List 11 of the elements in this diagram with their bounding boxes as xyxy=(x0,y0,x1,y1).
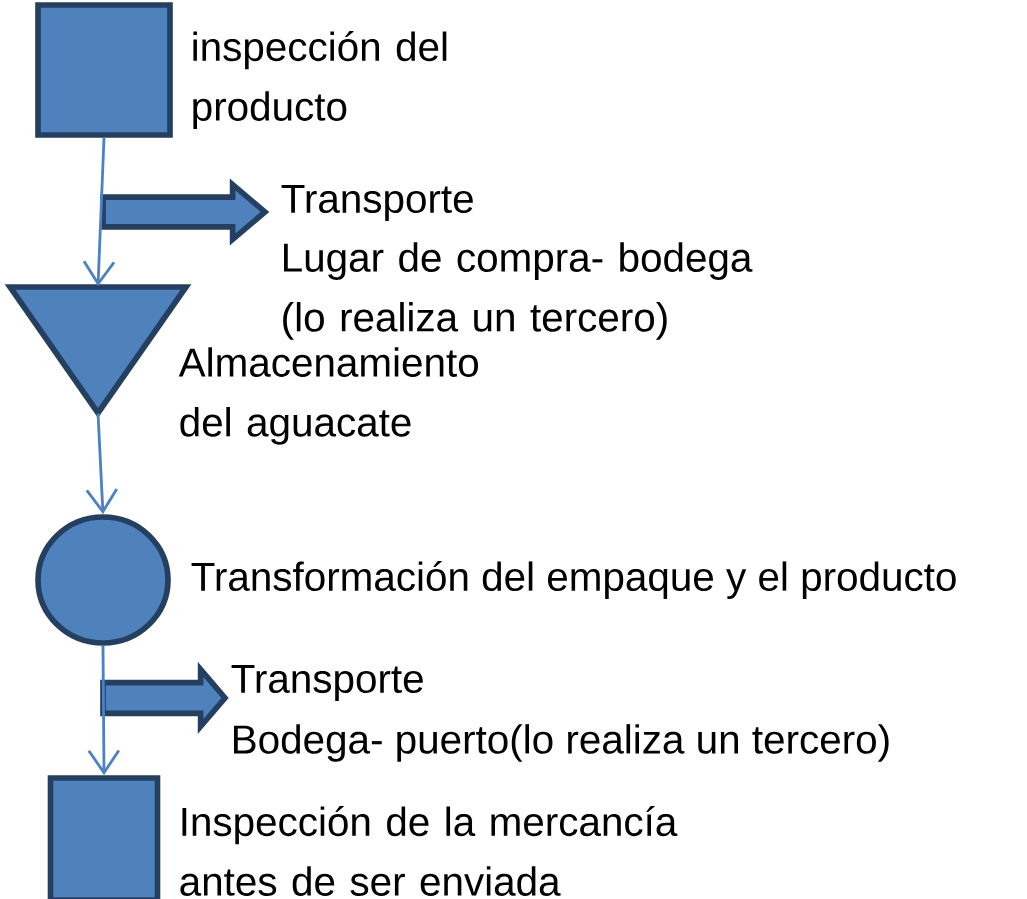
step-label: Bodega- puerto(lo realiza un tercero) xyxy=(234,724,889,762)
step-label: Inspección de la mercancía antes de ser enviada xyxy=(180,806,678,896)
step-label: Lugar de compra- bodega (lo realiza un tercero) xyxy=(283,242,753,340)
step-label: Almacenamiento del aguacate xyxy=(178,347,478,445)
arrow xyxy=(87,645,120,776)
arrow xyxy=(82,137,116,287)
step-label: Transformación del empaque y el producto xyxy=(191,560,956,600)
step-label: Transporte xyxy=(281,184,473,222)
step-label: Transporte xyxy=(231,664,423,702)
arrow xyxy=(85,413,118,515)
step-label: inspección del producto xyxy=(193,31,447,129)
